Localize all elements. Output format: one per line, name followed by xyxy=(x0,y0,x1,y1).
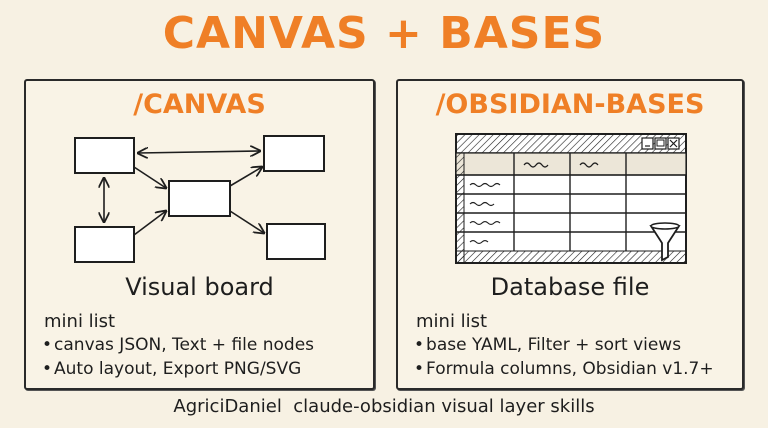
edge-center-top-right xyxy=(229,167,262,187)
canvas-panel-title: /CANVAS xyxy=(133,89,266,120)
edge-top-left-center xyxy=(133,166,166,188)
bases-table-illustration xyxy=(455,133,687,264)
list-item: Formula columns, Obsidian v1.7+ xyxy=(414,357,714,381)
canvas-node-top-right xyxy=(263,135,325,172)
footer-credit: AgriciDaniel claude-obsidian visual laye… xyxy=(173,396,595,417)
bases-panel: /OBSIDIAN-BASES xyxy=(396,79,744,390)
canvas-panel: /CANVAS Visual board mini list canvas JS… xyxy=(24,79,375,390)
bases-panel-subtitle: Database file xyxy=(490,273,650,301)
canvas-node-bottom-right xyxy=(266,223,326,260)
canvas-mini-list: canvas JSON, Text + file nodes Auto layo… xyxy=(42,333,314,381)
edge-bottom-left-center xyxy=(133,211,166,236)
canvas-node-top-left xyxy=(74,137,135,174)
page-title: CANVAS + BASES xyxy=(162,8,606,59)
list-item: canvas JSON, Text + file nodes xyxy=(42,333,314,357)
bases-mini-list: base YAML, Filter + sort views Formula c… xyxy=(414,333,714,381)
list-item: Auto layout, Export PNG/SVG xyxy=(42,357,314,381)
list-item: base YAML, Filter + sort views xyxy=(414,333,714,357)
funnel-icon xyxy=(649,222,681,262)
canvas-node-center xyxy=(168,180,231,217)
table-hatched-column xyxy=(455,152,465,264)
canvas-node-bottom-left xyxy=(74,226,135,263)
table-header-row xyxy=(455,152,687,176)
window-controls-icon xyxy=(641,137,680,150)
edge-center-bottom-right xyxy=(229,210,264,233)
bases-mini-list-heading: mini list xyxy=(416,311,488,332)
canvas-panel-subtitle: Visual board xyxy=(125,273,274,301)
canvas-mini-list-heading: mini list xyxy=(44,311,116,332)
bases-panel-title: /OBSIDIAN-BASES xyxy=(435,89,705,120)
table-footer-strip xyxy=(455,250,687,264)
edge-top-left-top-right xyxy=(138,151,260,153)
canvas-diagram xyxy=(74,135,326,263)
